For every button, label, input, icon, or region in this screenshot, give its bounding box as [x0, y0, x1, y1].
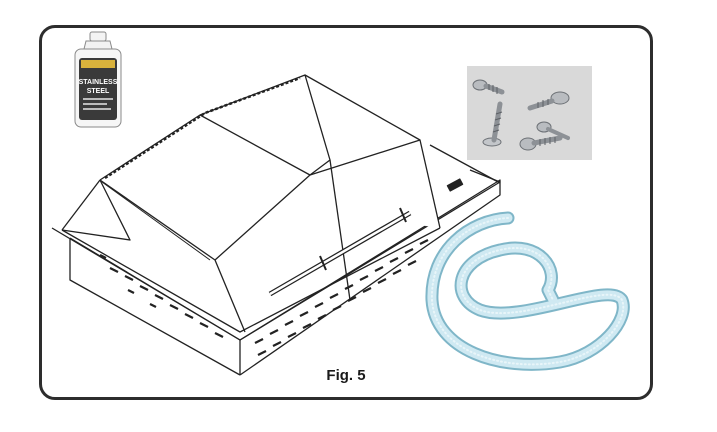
screws-photo	[467, 66, 592, 160]
gasket-tube	[425, 211, 630, 371]
screw-4	[519, 121, 570, 151]
figure-caption: Fig. 5	[326, 367, 366, 384]
screw-1	[472, 79, 505, 95]
screw-3	[482, 101, 503, 147]
cleaner-bottle: STAINLESS STEEL	[74, 31, 122, 128]
bottle-label-line1: STAINLESS	[79, 79, 118, 86]
screw-2	[527, 91, 570, 111]
bottle-label-line2: STEEL	[87, 88, 110, 95]
grill-drawing	[51, 74, 501, 376]
